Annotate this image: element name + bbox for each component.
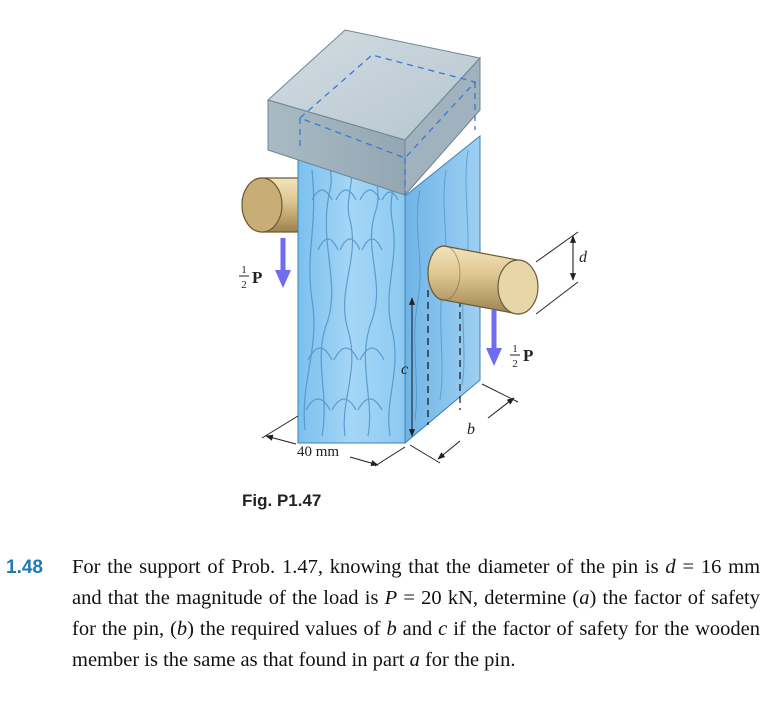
problem-text-2: = 16 mm and that the magnitude of the lo…	[72, 556, 761, 609]
wood-block	[297, 134, 481, 445]
dimension-d: d	[535, 231, 588, 315]
var-b2: b	[386, 618, 397, 640]
var-a: a	[579, 587, 590, 609]
figure-p1-47: 1 2 P 1 2 P c d b 40 mm	[239, 29, 588, 467]
left-pin	[241, 177, 301, 233]
problem-text-6: and	[396, 618, 439, 640]
load-arrow-left	[275, 238, 291, 288]
load-right-half-den: 2	[512, 358, 518, 370]
load-right-half-num: 1	[512, 343, 518, 355]
problem-text-5: ) the required values of	[187, 618, 387, 640]
problem-statement: For the support of Prob. 1.47, knowing t…	[72, 552, 760, 676]
load-left-label: P	[252, 268, 262, 287]
pin-hidden-lines	[427, 290, 461, 425]
var-b: b	[176, 618, 188, 640]
var-a2: a	[409, 649, 420, 671]
load-right-label: P	[523, 346, 533, 365]
dimension-40mm: 40 mm	[261, 415, 406, 467]
var-d: d	[665, 556, 676, 578]
dim-40mm-label: 40 mm	[297, 444, 339, 460]
dimension-b: b	[409, 383, 519, 464]
problem-text-8: for the pin.	[419, 649, 516, 671]
figure-caption: Fig. P1.47	[242, 491, 322, 510]
dimension-c: c	[401, 297, 416, 437]
top-plate	[267, 29, 481, 197]
load-left-half-den: 2	[241, 279, 247, 291]
var-P: P	[384, 587, 398, 609]
dim-c-label: c	[401, 361, 408, 378]
dim-b-label: b	[467, 421, 475, 438]
problem-text-4: ) the factor of safety for the pin, (	[72, 587, 760, 640]
problem-number: 1.48	[6, 557, 43, 578]
problem-text-3: = 20 kN, determine (	[397, 587, 580, 609]
dim-d-label: d	[579, 249, 588, 266]
problem-text-7: if the factor of safety for the wooden m…	[72, 618, 760, 671]
load-arrow-right	[486, 310, 502, 366]
problem-text-1: For the support of Prob. 1.47, knowing t…	[72, 556, 666, 578]
load-left-half-num: 1	[241, 264, 247, 276]
var-c: c	[438, 618, 448, 640]
right-pin	[427, 245, 539, 315]
